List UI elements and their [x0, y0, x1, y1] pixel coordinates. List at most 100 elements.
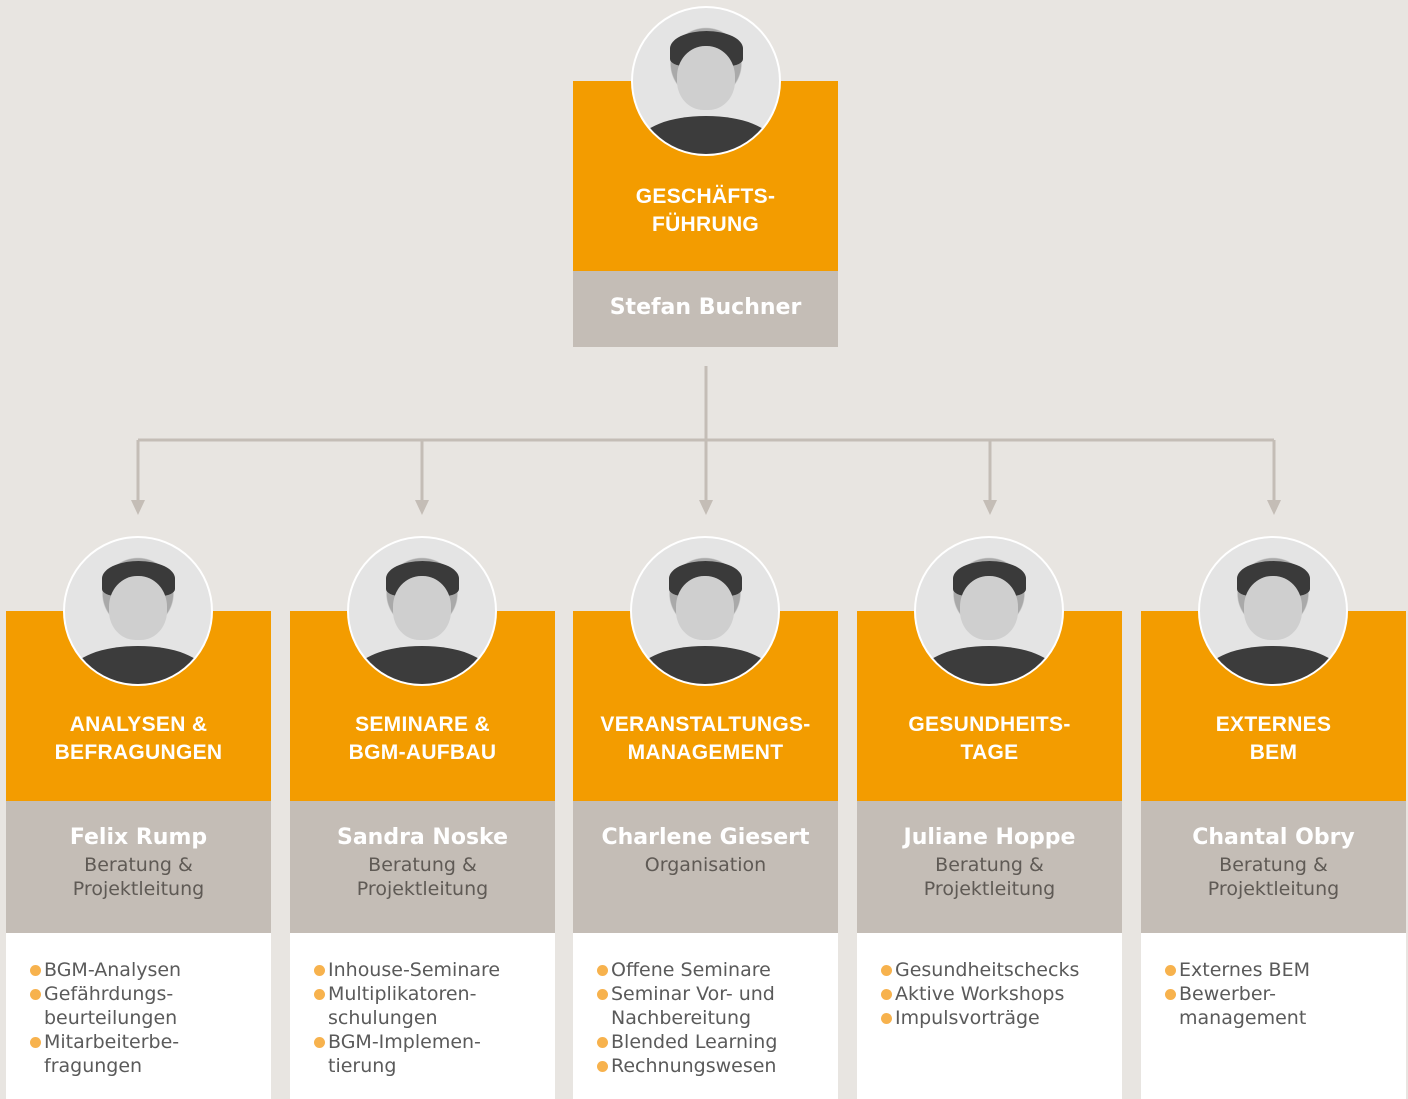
task-item: Rechnungswesen — [597, 1054, 838, 1078]
task-text: schulungen — [328, 1007, 438, 1029]
task-text: Offene Seminare — [611, 959, 771, 981]
task-item: Gefährdungs-beurteilungen — [30, 982, 271, 1030]
bullet-dot-icon — [881, 965, 892, 976]
arrow-head-4 — [983, 500, 997, 515]
department-title-line: MANAGEMENT — [627, 741, 784, 764]
top-person-name: Stefan Buchner — [609, 295, 802, 320]
task-text: Blended Learning — [611, 1031, 778, 1053]
department-title-line: EXTERNES — [1215, 713, 1332, 736]
person-role: Projektleitung — [72, 878, 205, 900]
bullet-dot-icon — [597, 989, 608, 1000]
bullet-dot-icon — [314, 965, 325, 976]
task-item: Aktive Workshops — [881, 982, 1122, 1006]
department-title-line: SEMINARE & — [355, 713, 490, 736]
person-role: Beratung & — [935, 854, 1044, 876]
task-text: Externes BEM — [1179, 959, 1310, 981]
department-title-line: GESUNDHEITS- — [908, 713, 1071, 736]
bullet-dot-icon — [314, 1037, 325, 1048]
task-item: Offene Seminare — [597, 958, 838, 982]
task-text: Inhouse-Seminare — [328, 959, 501, 981]
department-title-line: BGM-AUFBAU — [348, 741, 497, 764]
person-avatar — [347, 536, 497, 686]
task-text: Impulsvorträge — [895, 1007, 1040, 1029]
task-text: Seminar Vor- und — [611, 983, 775, 1005]
person-name: Juliane Hoppe — [903, 825, 1076, 850]
department-title-line: TAGE — [960, 741, 1019, 764]
person-avatar — [630, 536, 780, 686]
bullet-dot-icon — [597, 1037, 608, 1048]
arrow-head-3 — [699, 500, 713, 515]
task-item: Multiplikatoren-schulungen — [314, 982, 555, 1030]
task-text: tierung — [328, 1055, 397, 1077]
task-text: management — [1179, 1007, 1307, 1029]
bullet-dot-icon — [881, 1013, 892, 1024]
bullet-dot-icon — [30, 965, 41, 976]
bullet-dot-icon — [30, 989, 41, 1000]
person-name: Chantal Obry — [1192, 825, 1355, 850]
person-role: Projektleitung — [356, 878, 489, 900]
task-text: Gefährdungs- — [44, 983, 174, 1005]
arrow-head-5 — [1267, 500, 1281, 515]
bullet-dot-icon — [597, 965, 608, 976]
bullet-dot-icon — [30, 1037, 41, 1048]
top-name-box: Stefan Buchner — [573, 271, 838, 347]
arrow-head-1 — [131, 500, 145, 515]
department-title-line: BEM — [1249, 741, 1298, 764]
person-avatar — [914, 536, 1064, 686]
task-item: Blended Learning — [597, 1030, 838, 1054]
person-role: Organisation — [644, 854, 767, 876]
department-title-line: VERANSTALTUNGS- — [600, 713, 811, 736]
person-role: Beratung & — [1219, 854, 1328, 876]
task-item: Bewerber-management — [1165, 982, 1406, 1030]
task-text: Nachbereitung — [611, 1007, 752, 1029]
task-item: Inhouse-Seminare — [314, 958, 555, 982]
person-role: Beratung & — [368, 854, 477, 876]
person-name: Charlene Giesert — [601, 825, 810, 850]
person-role: Projektleitung — [1207, 878, 1340, 900]
person-name: Sandra Noske — [336, 825, 509, 850]
task-text: Gesundheitschecks — [895, 959, 1080, 981]
task-text: fragungen — [44, 1055, 143, 1077]
task-text: BGM-Analysen — [44, 959, 182, 981]
bullet-dot-icon — [881, 989, 892, 1000]
task-item: BGM-Implemen-tierung — [314, 1030, 555, 1078]
task-text: Bewerber- — [1179, 983, 1276, 1005]
task-text: Aktive Workshops — [895, 983, 1065, 1005]
task-text: beurteilungen — [44, 1007, 178, 1029]
person-avatar — [1198, 536, 1348, 686]
task-item: BGM-Analysen — [30, 958, 271, 982]
person-name: Felix Rump — [69, 825, 208, 850]
task-text: BGM-Implemen- — [328, 1031, 481, 1053]
person-role: Projektleitung — [923, 878, 1056, 900]
person-role: Beratung & — [84, 854, 193, 876]
task-text: Multiplikatoren- — [328, 983, 477, 1005]
bullet-dot-icon — [1165, 989, 1176, 1000]
top-title-line-1: GESCHÄFTS- — [635, 185, 776, 208]
top-title-line-2: FÜHRUNG — [651, 213, 760, 236]
department-title-line: BEFRAGUNGEN — [54, 741, 223, 764]
top-avatar — [631, 6, 781, 156]
person-avatar — [63, 536, 213, 686]
arrow-head-2 — [415, 500, 429, 515]
task-text: Rechnungswesen — [611, 1055, 777, 1077]
